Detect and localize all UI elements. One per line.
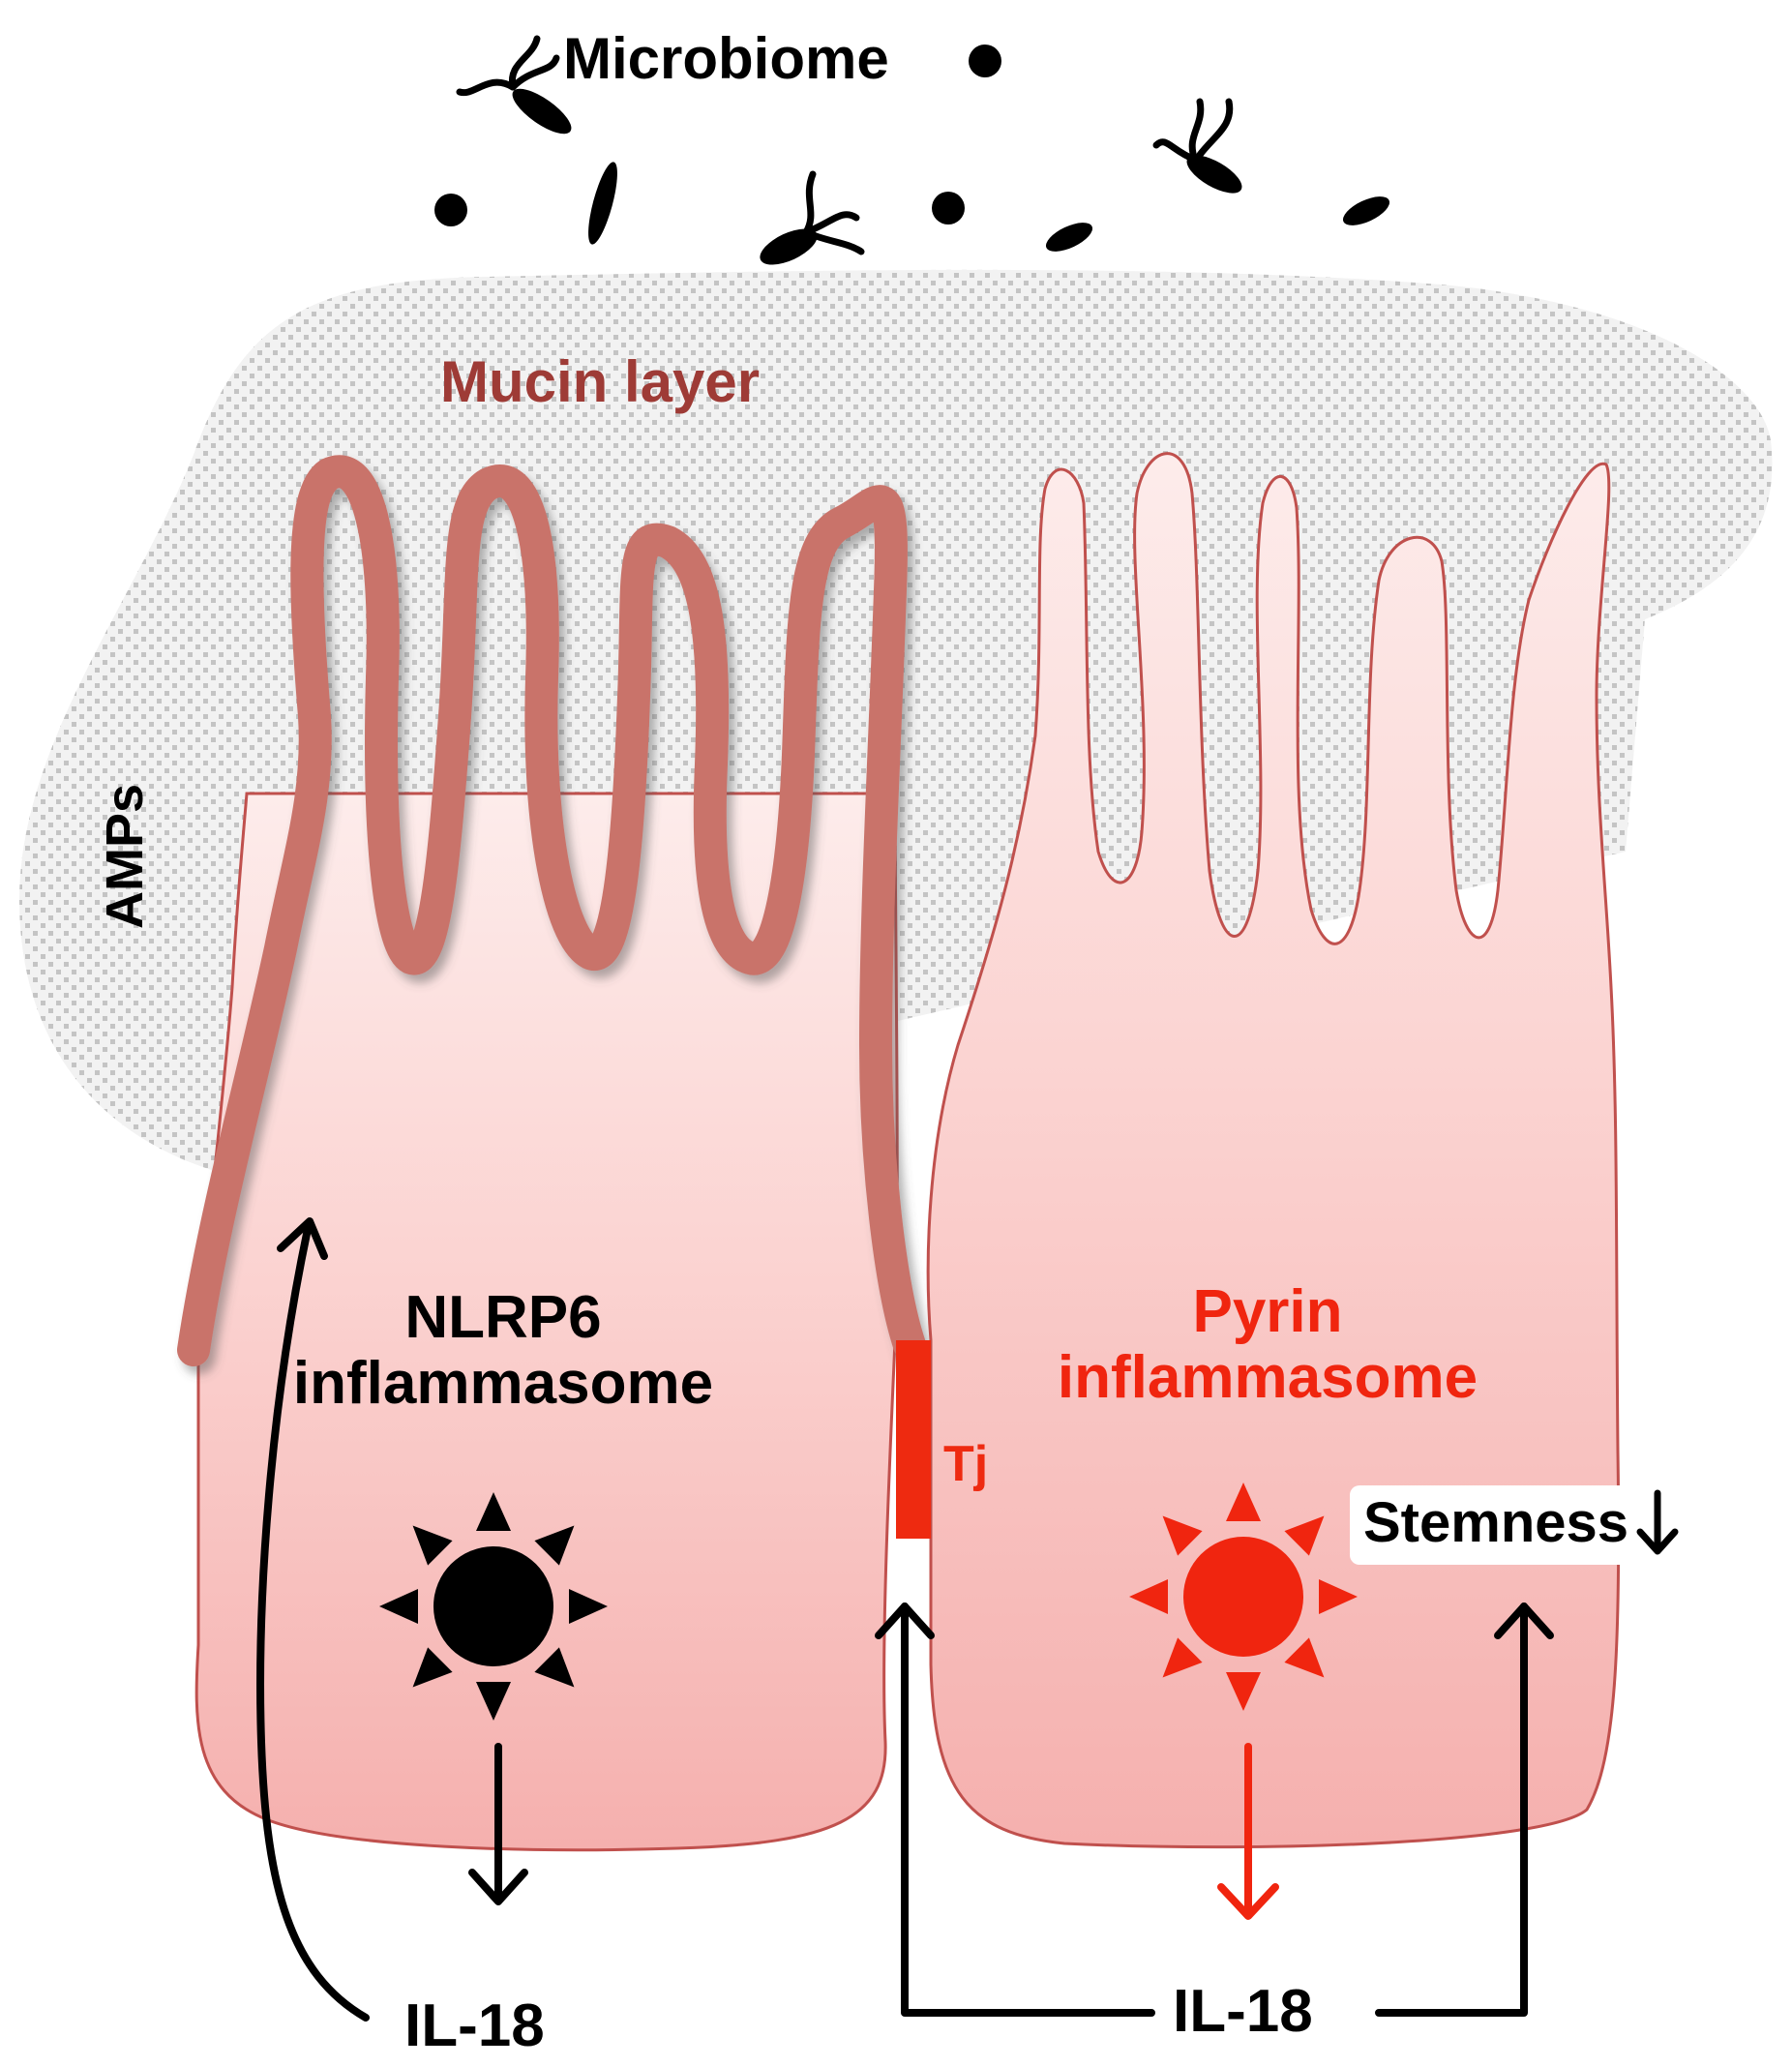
- microbe-rod: [588, 162, 617, 245]
- microbe-dot: [969, 45, 1001, 77]
- microbe-rod: [1342, 196, 1390, 225]
- amps-label: AMPs: [96, 783, 154, 929]
- left-epithelial-cell: [177, 455, 926, 1852]
- il18-left-label: IL-18: [404, 1992, 545, 2059]
- stemness-indicator: Stemness: [1350, 1485, 1695, 1565]
- pyrin-label: Pyrin inflammasome: [1006, 1278, 1529, 1412]
- nlrp6-line2: inflammasome: [292, 1350, 714, 1418]
- il18-right-label: IL-18: [1173, 1978, 1313, 2045]
- arrow-il18-to-mucin: [256, 1225, 370, 2022]
- down-arrow-icon: [1636, 1489, 1679, 1555]
- mucin-strand: [177, 455, 926, 1366]
- arrow-il18-to-stemness: [1375, 1603, 1528, 2017]
- pyrin-line1: Pyrin: [1192, 1278, 1343, 1345]
- pathway-arrows: [256, 1217, 1554, 2022]
- bacterium-icon: [1152, 98, 1242, 194]
- mucin-layer-label: Mucin layer: [440, 349, 761, 414]
- bacterium-icon: [760, 170, 865, 265]
- nlrp6-label: NLRP6 inflammasome: [252, 1284, 755, 1418]
- microbiome-label: Microbiome: [563, 26, 889, 91]
- bacterium-icon: [456, 35, 572, 135]
- stemness-label: Stemness: [1363, 1491, 1629, 1555]
- tight-junction: [896, 1340, 931, 1539]
- sun-icon: [1129, 1483, 1358, 1711]
- nlrp6-line1: NLRP6: [404, 1284, 602, 1351]
- sun-icon: [379, 1492, 608, 1721]
- tj-label: Tj: [943, 1436, 989, 1492]
- arrow-il18-to-tj: [901, 1603, 1155, 2017]
- pyrin-line2: inflammasome: [1057, 1344, 1478, 1412]
- microbe-dot: [434, 194, 467, 226]
- microbe-rod: [1045, 223, 1093, 252]
- microbe-dot: [932, 192, 965, 225]
- microbiome-organisms: [434, 35, 1390, 265]
